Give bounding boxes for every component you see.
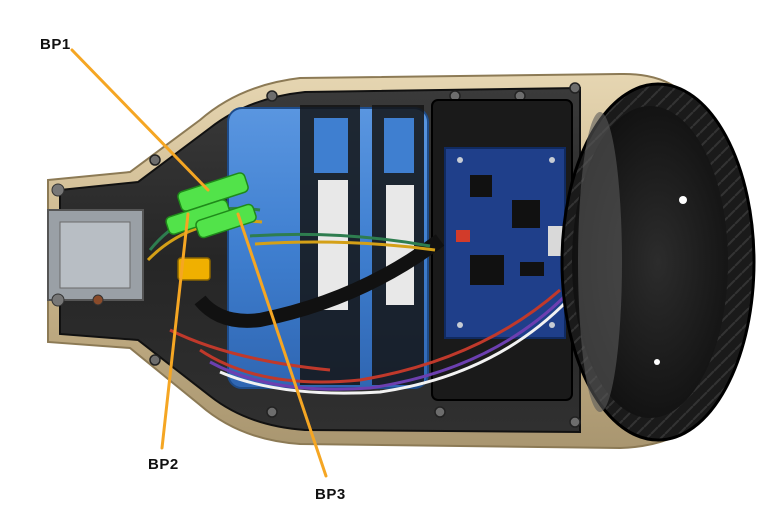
axle-bracket [47, 183, 144, 307]
green-connectors [165, 172, 257, 239]
wheel [560, 82, 756, 442]
leader-lines [70, 48, 328, 478]
leader-line-bp1 [70, 48, 210, 192]
leader-line-bp3 [236, 212, 328, 478]
label-bp3: BP3 [315, 486, 346, 503]
label-bp1: BP1 [40, 36, 71, 53]
leader-line-bp2 [160, 212, 190, 450]
controller-housing [431, 99, 573, 401]
label-bp2: BP2 [148, 456, 179, 473]
xt-connector [177, 257, 211, 281]
